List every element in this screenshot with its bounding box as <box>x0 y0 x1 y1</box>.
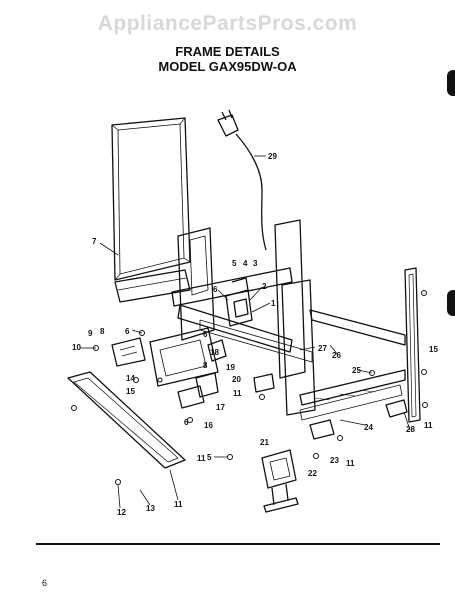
callout-label: 2 <box>262 282 267 291</box>
callout-label: 6 <box>125 327 130 336</box>
diagram-title: FRAME DETAILS MODEL GAX95DW-OA <box>0 44 455 74</box>
callout-label: 15 <box>429 345 438 354</box>
power-cord <box>217 109 267 251</box>
title-line-1: FRAME DETAILS <box>175 44 280 59</box>
callout-label: 15 <box>126 387 135 396</box>
main-frame <box>171 219 406 421</box>
foot-bracket <box>253 373 408 440</box>
callout-label: 11 <box>346 459 355 468</box>
title-line-2: MODEL GAX95DW-OA <box>158 59 297 74</box>
page-number: 6 <box>42 578 48 588</box>
callout-label: 10 <box>72 343 81 352</box>
callout-label: 27 <box>318 344 327 353</box>
watermark: AppliancePartsPros.com <box>97 12 358 35</box>
binder-hole-mark <box>447 290 455 316</box>
callout-label: 5 <box>207 453 212 462</box>
callout-label: 3 <box>253 259 258 268</box>
leader-lines <box>80 155 411 509</box>
callout-label: 26 <box>332 351 341 360</box>
callout-label: 1 <box>271 299 276 308</box>
callout-label: 17 <box>216 403 225 412</box>
callout-label: 19 <box>226 363 235 372</box>
callout-label: 13 <box>146 504 155 513</box>
control-housing <box>111 327 227 409</box>
callout-label: 5 <box>232 259 237 268</box>
relay-bracket <box>225 277 253 327</box>
callout-label: 22 <box>308 469 317 478</box>
callout-label: 11 <box>424 421 433 430</box>
callout-label: 9 <box>88 329 93 338</box>
callout-label: 11 <box>174 500 183 509</box>
callout-label: 14 <box>126 374 135 383</box>
leveling-leg <box>261 449 299 513</box>
callout-label: 18 <box>210 348 219 357</box>
front-crossbar <box>114 269 191 303</box>
callout-label: 6 <box>184 418 189 427</box>
callout-label: 8 <box>203 361 208 370</box>
callout-label: 28 <box>406 425 415 434</box>
callout-label: 16 <box>204 421 213 430</box>
callout-label: 24 <box>364 423 373 432</box>
callout-label: 29 <box>268 152 277 161</box>
door-panel <box>111 117 191 281</box>
callout-label: 11 <box>233 389 242 398</box>
callout-label: 6 <box>203 330 208 339</box>
page-rule <box>36 543 440 545</box>
callout-label: 8 <box>100 327 105 336</box>
callout-label: 4 <box>243 259 248 268</box>
callout-label: 6 <box>213 285 218 294</box>
callout-label: 12 <box>117 508 126 517</box>
side-rail <box>404 267 421 423</box>
callout-label: 11 <box>197 454 206 463</box>
binder-hole-mark <box>447 70 455 96</box>
callout-labels: 29 7 5 4 3 6 2 1 9 8 6 10 8 14 15 6 18 1… <box>72 152 438 517</box>
callout-label: 23 <box>330 456 339 465</box>
callout-label: 25 <box>352 366 361 375</box>
callout-label: 21 <box>260 438 269 447</box>
kick-plate <box>67 371 186 469</box>
callout-label: 7 <box>92 237 97 246</box>
callout-label: 20 <box>232 375 241 384</box>
